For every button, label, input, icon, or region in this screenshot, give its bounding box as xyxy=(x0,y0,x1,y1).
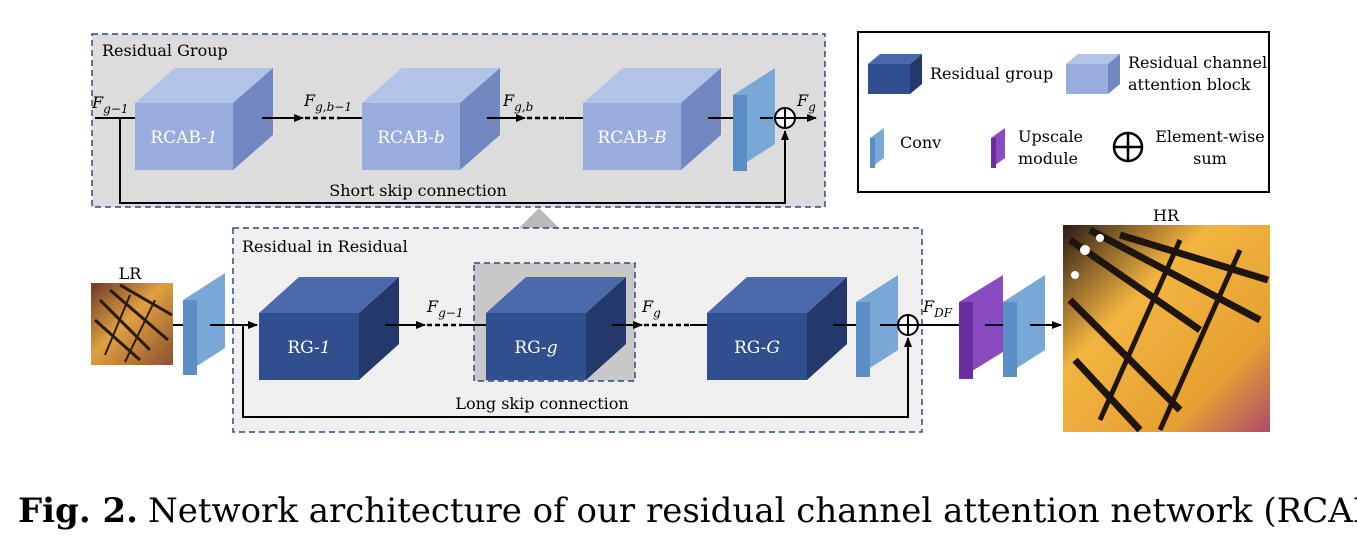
legend-residual-group-label: Residual group xyxy=(930,64,1053,83)
rcab-1-label: RCAB- xyxy=(150,128,207,148)
rir-mid-label-1: Fg−1 xyxy=(426,297,463,320)
rg-g-label: RG- xyxy=(514,338,546,358)
rg-g-block: RG-g xyxy=(486,277,626,380)
rg-mid-label-1: Fg,b−1 xyxy=(303,91,352,114)
legend-sum-icon xyxy=(1112,131,1144,163)
lr-image xyxy=(91,283,173,365)
rcab-b-label: RCAB- xyxy=(377,128,434,148)
rg-G-block: RG-G xyxy=(707,277,847,380)
legend-sum-label-1: Element-wise xyxy=(1155,127,1265,146)
rg-input-label: Fg−1 xyxy=(91,93,128,116)
legend-box: Residual group Residual channel attentio… xyxy=(857,31,1270,193)
rcab-b-block: RCAB-b xyxy=(362,68,500,170)
first-conv-layer xyxy=(183,273,225,375)
upscale-module xyxy=(959,275,1003,379)
rg-elementwise-sum xyxy=(774,107,796,129)
figure-caption-text: Network architecture of our residual cha… xyxy=(148,491,1357,531)
rir-output-label: FDF xyxy=(922,297,953,320)
lr-label: LR xyxy=(119,264,143,283)
svg-text:RCAB-1: RCAB-1 xyxy=(150,128,217,148)
rg-conv-layer xyxy=(733,68,775,171)
legend-rcab-label-1: Residual channel xyxy=(1128,53,1267,72)
legend-rcab-label-2: attention block xyxy=(1128,75,1251,94)
rg-mid-label-2: Fg,b xyxy=(502,91,533,114)
legend-upscale-label-2: module xyxy=(1018,149,1078,168)
final-conv-layer xyxy=(1003,275,1045,377)
short-skip-label: Short skip connection xyxy=(329,181,507,200)
legend-conv-icon xyxy=(870,128,884,168)
hr-image xyxy=(1063,225,1270,433)
rg-1-label: RG- xyxy=(287,338,319,358)
rir-title: Residual in Residual xyxy=(242,237,408,256)
rcab-B-block: RCAB-B xyxy=(583,68,721,170)
rg-output-label: Fg xyxy=(796,91,816,114)
legend-rcab-icon xyxy=(1066,54,1120,94)
rcab-1-block: RCAB-1 xyxy=(135,68,273,170)
svg-text:RCAB-B: RCAB-B xyxy=(597,128,666,148)
svg-text:RCAB-b: RCAB-b xyxy=(377,128,445,148)
legend-upscale-label-1: Upscale xyxy=(1018,127,1083,146)
rir-elementwise-sum xyxy=(897,314,919,336)
legend-upscale-icon xyxy=(991,128,1005,168)
svg-text:RG-g: RG-g xyxy=(514,338,557,358)
rg-G-label: RG- xyxy=(734,338,766,358)
rcab-B-label: RCAB- xyxy=(597,128,654,148)
hr-label: HR xyxy=(1153,206,1180,225)
rg-1-block: RG-1 xyxy=(259,277,399,380)
residual-in-residual-panel: Residual in Residual RG-1 Fg−1 RG-g Fg xyxy=(232,227,923,433)
figure-caption: Fig. 2.Network architecture of our resid… xyxy=(18,491,1357,531)
rir-conv-layer xyxy=(856,275,898,377)
figure-caption-prefix: Fig. 2. xyxy=(18,491,138,531)
legend-sum-label-2: sum xyxy=(1193,149,1227,168)
legend-conv-label: Conv xyxy=(900,133,941,152)
legend-residual-group-icon xyxy=(868,54,922,94)
rir-mid-label-2: Fg xyxy=(641,297,661,320)
svg-text:RG-1: RG-1 xyxy=(287,338,330,358)
long-skip-label: Long skip connection xyxy=(455,394,628,413)
residual-group-panel: Residual Group Fg−1 RCAB-1 Fg,b−1 RCAB-b… xyxy=(91,33,826,208)
svg-text:RG-G: RG-G xyxy=(734,338,780,358)
residual-group-title: Residual Group xyxy=(102,41,228,60)
